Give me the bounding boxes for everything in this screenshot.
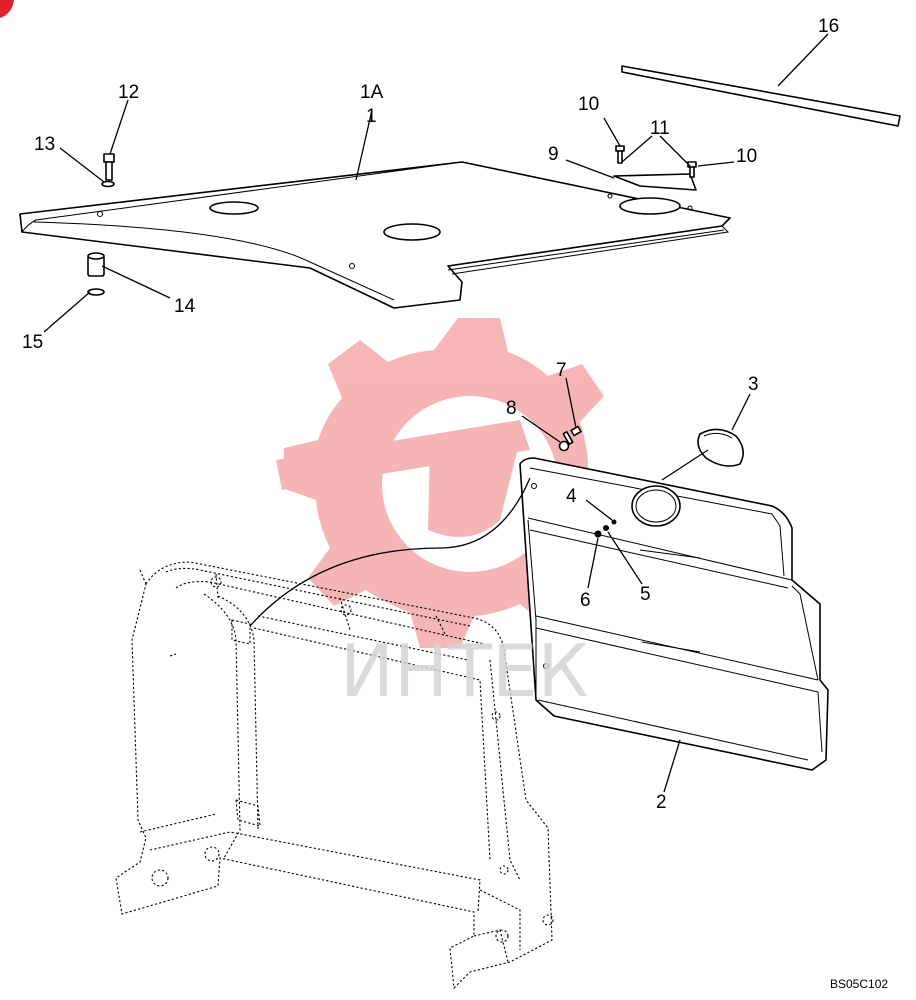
callout-1A: 1A — [360, 82, 384, 103]
rivet-part-6 — [594, 530, 602, 538]
callout-13: 13 — [34, 134, 55, 155]
callout-3: 3 — [748, 374, 759, 395]
washer-part-8 — [558, 440, 570, 452]
watermark-text: ИНТЕК — [340, 629, 589, 713]
callout-6: 6 — [580, 590, 591, 611]
callout-15: 15 — [22, 332, 43, 353]
nut-part-15 — [87, 288, 105, 296]
rivet-part-5 — [603, 525, 609, 531]
callout-1: 1 — [366, 106, 377, 127]
callout-2: 2 — [656, 792, 667, 813]
callout-7: 7 — [556, 360, 567, 381]
washer-part-13 — [101, 180, 115, 188]
seal-strip-part-16 — [621, 65, 901, 127]
cab-frame-phantom — [115, 561, 554, 990]
screw-part-10-right — [687, 161, 697, 178]
bushing-part-14 — [87, 252, 105, 277]
watermark-logo — [276, 318, 622, 648]
plate-part-9 — [613, 173, 697, 191]
callout-10-right: 10 — [736, 146, 757, 167]
callout-5: 5 — [640, 584, 651, 605]
callout-16: 16 — [818, 16, 839, 37]
callout-9: 9 — [548, 144, 559, 165]
callout-8: 8 — [506, 398, 517, 419]
cover-plate-part-3 — [697, 428, 744, 467]
roof-panel — [19, 161, 731, 309]
callout-10-left: 10 — [578, 94, 599, 115]
screw-part-7 — [562, 425, 582, 445]
callout-14: 14 — [174, 296, 196, 317]
callout-11: 11 — [650, 118, 670, 139]
rear-panel — [519, 457, 829, 771]
callout-4: 4 — [566, 486, 577, 507]
screw-part-10-left — [615, 145, 625, 164]
callout-12: 12 — [118, 82, 139, 103]
bolt-part-12 — [103, 153, 115, 181]
drawing-code: BS05C102 — [830, 977, 888, 991]
leader-lines — [43, 33, 829, 793]
corner-mark — [0, 0, 14, 18]
rivet-part-4 — [611, 519, 617, 525]
